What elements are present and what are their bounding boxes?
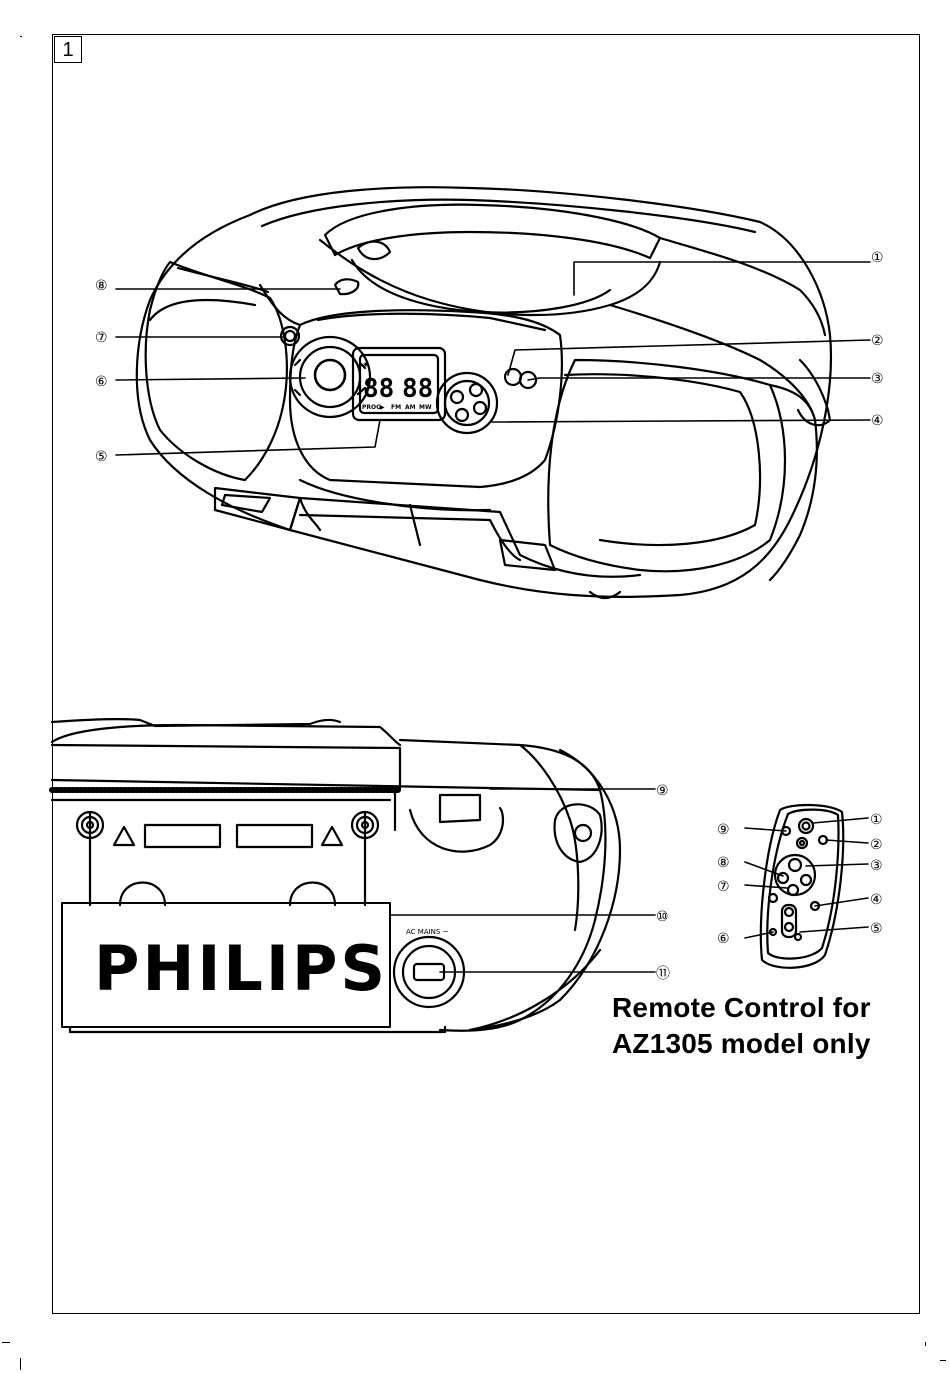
callout-r9: ⑨ bbox=[717, 822, 730, 838]
remote-callouts: ① ② ③ ④ ⑤ ⑥ ⑦ ⑧ ⑨ bbox=[717, 812, 883, 947]
callout-c4: ④ bbox=[871, 413, 884, 429]
callout-c6: ⑥ bbox=[95, 374, 108, 390]
callout-r4: ④ bbox=[870, 892, 883, 908]
callout-r5: ⑤ bbox=[870, 921, 883, 937]
caption-line-2: AZ1305 model only bbox=[612, 1028, 871, 1059]
figure-number: 1 bbox=[54, 36, 82, 63]
crop-mark bbox=[20, 36, 22, 37]
remote-caption: Remote Control for AZ1305 model only bbox=[612, 990, 912, 1062]
lcd-indicator: AM bbox=[405, 404, 416, 411]
callout-r3: ③ bbox=[870, 858, 883, 874]
lcd-indicator: PROG bbox=[362, 404, 381, 411]
crop-mark bbox=[940, 1360, 946, 1361]
ac-mains-label: AC MAINS ~ bbox=[406, 928, 449, 936]
lcd-indicator: MW bbox=[419, 404, 432, 411]
front-callouts: ① ② ③ ④ ⑤ ⑥ ⑦ ⑧ bbox=[95, 250, 884, 465]
player-rear-view bbox=[49, 718, 622, 1034]
callout-c8: ⑧ bbox=[95, 278, 108, 294]
player-front-view bbox=[135, 186, 833, 600]
callout-r6: ⑥ bbox=[717, 931, 730, 947]
brand-logo: PHILIPS bbox=[94, 932, 388, 1005]
rear-callouts: ⑨ ⑩ ⑪ bbox=[656, 783, 670, 982]
callout-c2: ② bbox=[871, 333, 884, 349]
callout-c5: ⑤ bbox=[95, 449, 108, 465]
callout-r7: ⑦ bbox=[717, 879, 730, 895]
crop-mark bbox=[2, 1342, 10, 1343]
lcd-indicator: ▶ bbox=[380, 404, 385, 411]
lcd-digits-right: 88 bbox=[402, 374, 433, 404]
callout-r1: ① bbox=[870, 812, 883, 828]
svg-text:◉: ◉ bbox=[363, 361, 368, 368]
callout-r2: ② bbox=[870, 837, 883, 853]
crop-mark bbox=[20, 1358, 21, 1370]
callout-r8: ⑧ bbox=[717, 855, 730, 871]
caption-line-1: Remote Control for bbox=[612, 992, 871, 1023]
crop-mark bbox=[925, 1342, 926, 1346]
lcd-digits-left: 88 bbox=[363, 374, 394, 404]
callout-c3: ③ bbox=[871, 371, 884, 387]
callout-c9: ⑨ bbox=[656, 783, 669, 799]
callout-c7: ⑦ bbox=[95, 330, 108, 346]
callout-c10: ⑩ bbox=[656, 909, 669, 925]
callout-c1: ① bbox=[871, 250, 884, 266]
figure-frame bbox=[52, 34, 920, 1314]
lcd-indicator: FM bbox=[391, 404, 401, 411]
callout-lines bbox=[115, 261, 871, 973]
callout-c11: ⑪ bbox=[656, 966, 670, 982]
